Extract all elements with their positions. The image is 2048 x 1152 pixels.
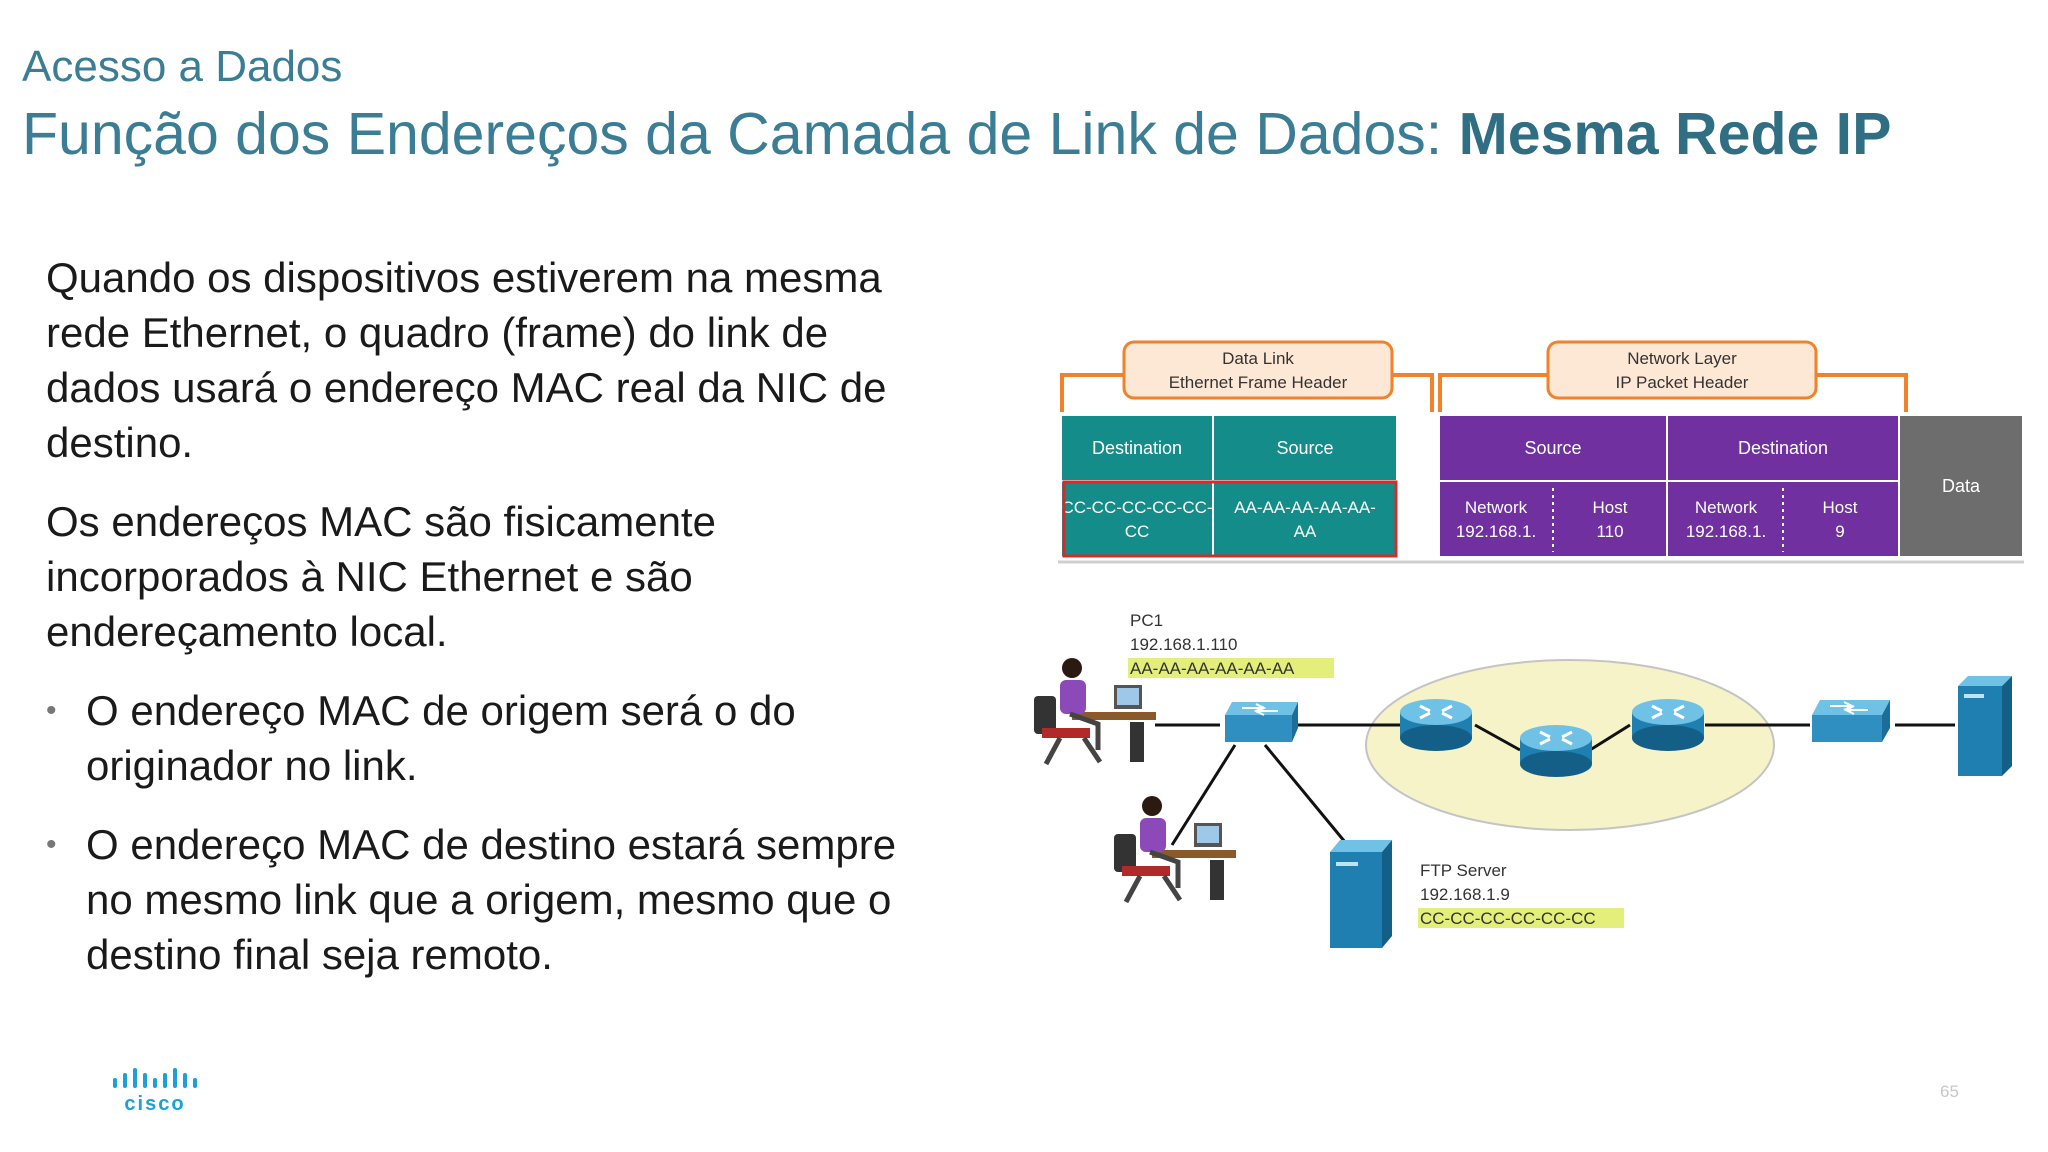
bullet-icon: • bbox=[46, 694, 57, 727]
body-text: Quando os dispositivos estiverem na mesm… bbox=[46, 250, 926, 1006]
data-cell: Data bbox=[1900, 416, 2022, 556]
title-text: Função dos Endereços da Camada de Link d… bbox=[22, 101, 1459, 167]
dst-network-label: Network bbox=[1695, 498, 1758, 517]
network-layer-label: Network Layer IP Packet Header bbox=[1546, 340, 1818, 400]
page-number: 65 bbox=[1940, 1082, 1959, 1101]
switch-icon bbox=[1225, 702, 1298, 742]
ftp-info: FTP Server 192.168.1.9 CC-CC-CC-CC-CC-CC bbox=[1418, 861, 1624, 928]
bullet-icon: • bbox=[46, 828, 57, 861]
ip-destination-cell: Destination Network 192.168.1. Host 9 bbox=[1668, 416, 1898, 556]
page-title: Função dos Endereços da Camada de Link d… bbox=[22, 100, 1891, 168]
mac-highlight-box bbox=[1062, 480, 1398, 558]
ftp-mac: CC-CC-CC-CC-CC-CC bbox=[1420, 909, 1596, 928]
router-icon bbox=[1632, 699, 1704, 751]
bullet-item: • O endereço MAC de destino estará sempre… bbox=[46, 817, 926, 982]
dst-network-value: 192.168.1. bbox=[1686, 522, 1766, 541]
ip-source-label: Source bbox=[1524, 438, 1581, 458]
bullet-text: O endereço MAC de destino estará sempre … bbox=[86, 821, 897, 978]
router-icon bbox=[1520, 725, 1592, 777]
paragraph-2: Os endereços MAC são fisicamente incorpo… bbox=[46, 498, 716, 655]
pc1-name: PC1 bbox=[1130, 611, 1163, 630]
src-network-label: Network bbox=[1465, 498, 1528, 517]
dl-src-mac-2: AA bbox=[1294, 522, 1317, 541]
dl-source-label: Source bbox=[1276, 438, 1333, 458]
ip-destination-label: Destination bbox=[1738, 438, 1828, 458]
src-host-label: Host bbox=[1593, 498, 1628, 517]
dl-destination-label: Destination bbox=[1092, 438, 1182, 458]
datalink-label: Data Link Ethernet Frame Header bbox=[1122, 340, 1394, 400]
dl-destination-cell: Destination CC-CC-CC-CC-CC- CC bbox=[1061, 416, 1213, 556]
paragraph-1: Quando os dispositivos estiverem na mesm… bbox=[46, 254, 887, 466]
ip-source-cell: Source Network 192.168.1. Host 110 bbox=[1440, 416, 1666, 556]
datalink-label-line2: Ethernet Frame Header bbox=[1169, 373, 1348, 392]
bullet-item: • O endereço MAC de origem será o do orig… bbox=[46, 683, 926, 793]
data-label: Data bbox=[1942, 476, 1981, 496]
dst-host-value: 9 bbox=[1835, 522, 1844, 541]
src-host-value: 110 bbox=[1596, 522, 1623, 541]
datalink-label-line1: Data Link bbox=[1222, 349, 1294, 368]
ftp-name: FTP Server bbox=[1420, 861, 1507, 880]
ftp-ip: 192.168.1.9 bbox=[1420, 885, 1510, 904]
switch-icon bbox=[1812, 700, 1890, 742]
bullet-text: O endereço MAC de origem será o do origi… bbox=[86, 687, 796, 789]
logo-text: cisco bbox=[124, 1093, 185, 1114]
topology: PC1 192.168.1.110 AA-AA-AA-AA-AA-AA FTP … bbox=[1034, 611, 2012, 948]
bullet-list: • O endereço MAC de origem será o do orig… bbox=[46, 683, 926, 982]
cisco-logo: cisco bbox=[113, 1068, 197, 1114]
dl-src-mac-1: AA-AA-AA-AA-AA- bbox=[1234, 498, 1376, 517]
ftp-server-icon bbox=[1330, 840, 1392, 948]
pc1-info: PC1 192.168.1.110 AA-AA-AA-AA-AA-AA bbox=[1128, 611, 1334, 678]
pc1-user-icon bbox=[1034, 658, 1156, 766]
user-workstation-icon bbox=[1114, 796, 1236, 904]
network-diagram: Data Link Ethernet Frame Header Network … bbox=[1034, 340, 2024, 948]
pc1-ip: 192.168.1.110 bbox=[1130, 635, 1237, 654]
dst-host-label: Host bbox=[1823, 498, 1858, 517]
dl-dest-mac-1: CC-CC-CC-CC-CC- bbox=[1061, 498, 1212, 517]
src-network-value: 192.168.1. bbox=[1456, 522, 1536, 541]
network-label-line2: IP Packet Header bbox=[1616, 373, 1749, 392]
pc1-mac: AA-AA-AA-AA-AA-AA bbox=[1130, 659, 1295, 678]
section-title: Acesso a Dados bbox=[22, 42, 343, 91]
dl-dest-mac-2: CC bbox=[1125, 522, 1150, 541]
dl-source-cell: Source AA-AA-AA-AA-AA- AA bbox=[1214, 416, 1396, 556]
frame-header: Data Link Ethernet Frame Header Network … bbox=[1058, 340, 2024, 564]
title-emphasis: Mesma Rede IP bbox=[1458, 101, 1892, 167]
router-icon bbox=[1400, 699, 1472, 751]
server-icon bbox=[1958, 676, 2012, 776]
network-label-line1: Network Layer bbox=[1627, 349, 1737, 368]
